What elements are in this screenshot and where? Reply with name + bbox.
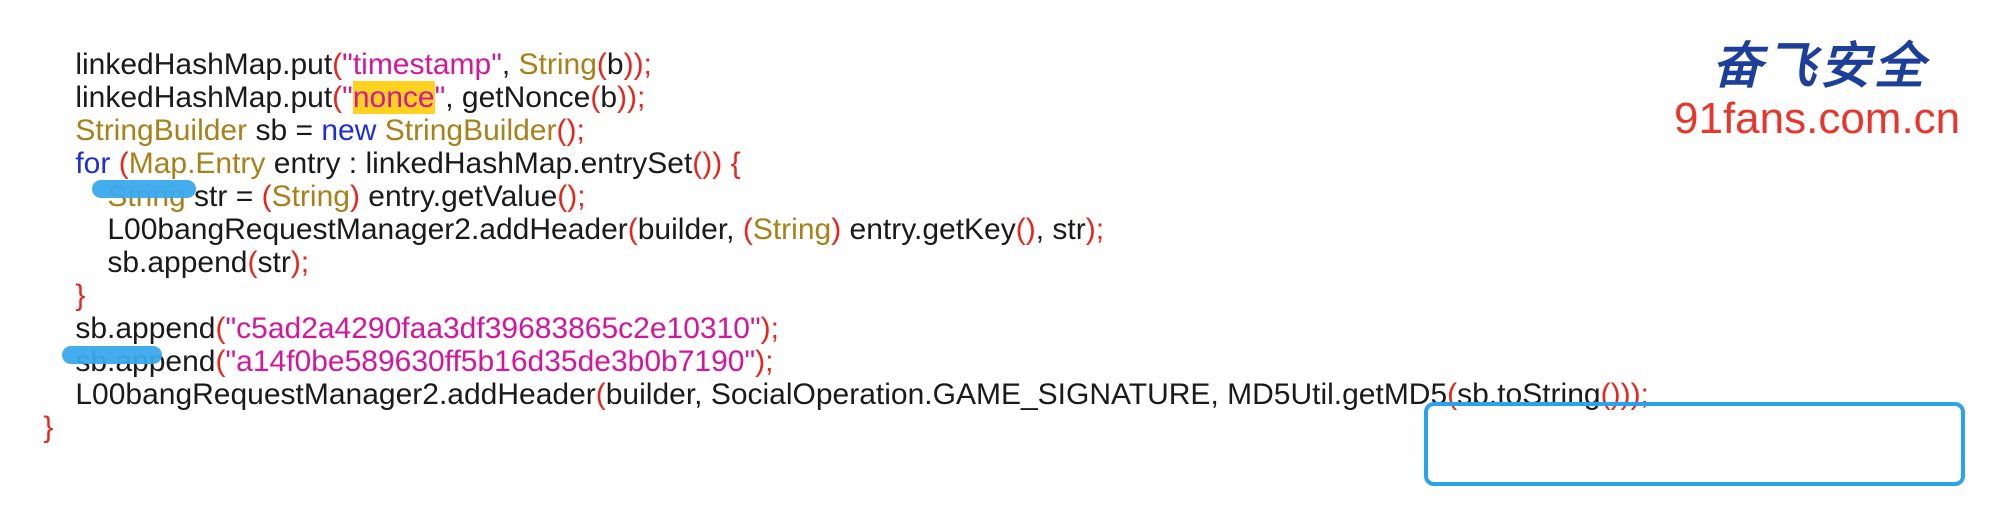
code-token: (	[215, 312, 226, 345]
closing-brace: }	[75, 279, 86, 312]
code-token: linkedHashMap.put	[75, 81, 333, 114]
highlight-box	[1424, 402, 1965, 486]
code-line-8: }	[42, 233, 85, 312]
code-token: L00bangRequestManager2.addHeader	[107, 213, 628, 246]
code-token: (	[1447, 378, 1458, 411]
type-name: Map.Entry	[128, 147, 266, 180]
code-token: sb =	[247, 114, 322, 147]
string-literal: "	[434, 81, 446, 114]
code-token: (	[332, 81, 343, 114]
code-token: entry.getKey	[841, 213, 1016, 246]
code-token: builder,	[637, 213, 743, 246]
code-line-6: L00bangRequestManager2.addHeader(builder…	[74, 167, 1104, 246]
code-token: ()	[1015, 213, 1036, 246]
code-line-2: linkedHashMap.put("nonce", getNonce(b));	[42, 35, 645, 114]
type-name: String	[518, 48, 597, 81]
code-token: L00bangRequestManager2.addHeader	[75, 378, 596, 411]
code-token: b	[606, 48, 624, 81]
code-token: , getNonce	[445, 81, 591, 114]
code-line-4: for (Map.Entry entry : linkedHashMap.ent…	[42, 101, 740, 180]
redaction-mark	[62, 346, 162, 364]
type-name: String	[271, 180, 350, 213]
code-token: ));	[623, 48, 652, 81]
code-token: ));	[617, 81, 646, 114]
code-token: (	[595, 378, 606, 411]
code-token: );	[290, 246, 310, 279]
code-token: builder, SocialOperation.GAME_SIGNATURE,	[605, 378, 1228, 411]
code-token: )	[831, 213, 842, 246]
code-token: str	[257, 246, 291, 279]
code-token: entry.getValue	[359, 180, 558, 213]
type-name: StringBuilder	[75, 114, 248, 147]
code-token: (	[261, 180, 272, 213]
code-token: entry : linkedHashMap.entrySet	[265, 147, 693, 180]
keyword: new	[321, 114, 377, 147]
code-token: (	[247, 246, 258, 279]
watermark-brand: 奋飞安全	[1712, 36, 1928, 95]
code-token: b	[600, 81, 618, 114]
string-literal: "c5ad2a4290faa3df39683865c2e10310"	[225, 312, 761, 345]
keyword: for	[75, 147, 111, 180]
code-token: (	[742, 213, 753, 246]
code-token: (	[118, 147, 129, 180]
redaction-mark	[92, 180, 196, 198]
code-token: ,	[501, 48, 519, 81]
code-token: , str	[1035, 213, 1086, 246]
code-token: );	[760, 312, 779, 345]
code-token: linkedHashMap.put	[75, 48, 333, 81]
code-token: ();	[556, 114, 585, 147]
code-token: );	[1085, 213, 1105, 246]
watermark-site: 91fans.com.cn	[1674, 94, 1961, 143]
code-line-3: StringBuilder sb = new StringBuilder();	[42, 68, 584, 147]
highlighted-token: nonce	[352, 81, 435, 114]
code-token: )	[349, 180, 360, 213]
type-name: String	[752, 213, 832, 246]
code-line-11: L00bangRequestManager2.addHeader(builder…	[42, 332, 1649, 411]
code-token: ();	[557, 180, 586, 213]
code-token: ()) {	[692, 147, 741, 180]
code-token: MD5Util.getMD5	[1227, 378, 1448, 411]
code-token: sb.append	[107, 246, 248, 279]
closing-brace: }	[43, 411, 54, 444]
code-line-7: sb.append(str);	[74, 200, 309, 279]
code-token: );	[755, 345, 774, 378]
code-token: str =	[185, 180, 262, 213]
string-literal: "a14f0be589630ff5b16d35de3b0b7190"	[225, 345, 756, 378]
code-token: (	[590, 81, 601, 114]
code-token: (	[215, 345, 226, 378]
code-token: (	[596, 48, 607, 81]
code-token: (	[332, 48, 343, 81]
code-token: sb.append	[75, 312, 216, 345]
string-literal: "	[342, 81, 353, 114]
string-literal: "timestamp"	[342, 48, 502, 81]
code-line-12: }	[10, 365, 53, 444]
code-token: (	[627, 213, 638, 246]
code-line-1: linkedHashMap.put("timestamp", String(b)…	[42, 2, 652, 81]
code-line-9: sb.append("c5ad2a4290faa3df39683865c2e10…	[42, 266, 779, 345]
type-name: StringBuilder	[384, 114, 557, 147]
